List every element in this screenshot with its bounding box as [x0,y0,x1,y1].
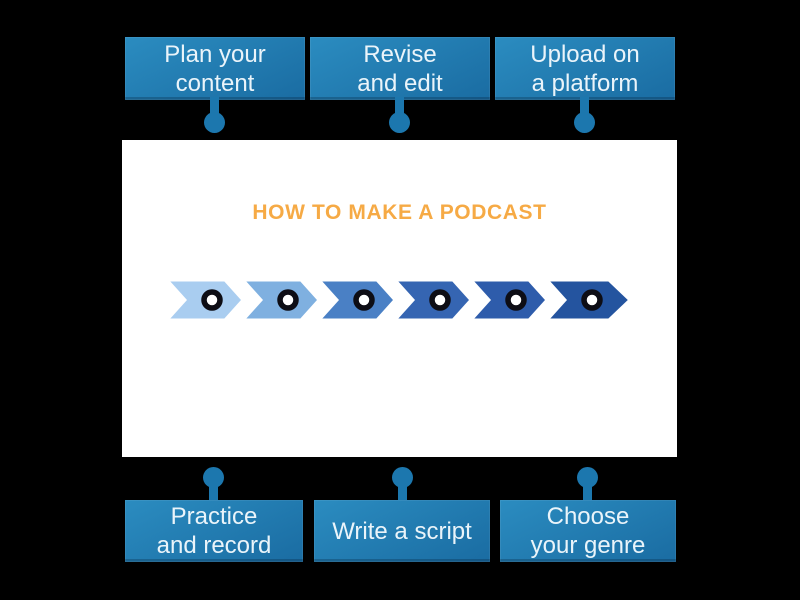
label-pin-dot [389,112,410,133]
label-pin-stem [209,485,218,503]
label-pin-dot [204,112,225,133]
drop-target-5[interactable] [505,289,527,311]
label-text-line: Upload on [530,40,640,68]
label-choose-your-genre[interactable]: Choose your genre [500,500,676,562]
label-pin-dot [574,112,595,133]
label-pin-dot [203,467,224,488]
label-upload-on-a-platform[interactable]: Upload on a platform [495,37,675,100]
label-text-line: Practice [170,503,258,530]
label-pin-stem [210,97,219,115]
label-pin-dot [577,467,598,488]
label-text-line: Write a script [332,517,472,545]
label-pin-dot [392,467,413,488]
label-text-line: Plan your [164,40,266,68]
label-revise-and-edit[interactable]: Revise and edit [310,37,490,100]
label-text-line: Revise [363,40,437,68]
label-pin-stem [395,97,404,115]
chevron-timeline [163,278,633,322]
drop-target-1[interactable] [201,289,223,311]
label-write-a-script[interactable]: Write a script [314,500,490,562]
label-text-line: and edit [357,69,443,97]
diagram-image: HOW TO MAKE A PODCAST [122,140,677,457]
label-text-line: content [175,69,255,97]
label-text-line: your genre [530,532,646,559]
label-practice-and-record[interactable]: Practice and record [125,500,303,562]
drop-target-6[interactable] [581,289,603,311]
drop-target-2[interactable] [277,289,299,311]
label-pin-stem [398,485,407,503]
label-plan-your-content[interactable]: Plan your content [125,37,305,100]
label-text-line: Choose [546,503,630,530]
label-pin-stem [580,97,589,115]
label-text-line: a platform [531,69,639,97]
drop-target-4[interactable] [429,289,451,311]
label-pin-stem [583,485,592,503]
diagram-title: HOW TO MAKE A PODCAST [252,201,547,224]
label-text-line: and record [156,532,272,559]
drop-target-3[interactable] [353,289,375,311]
